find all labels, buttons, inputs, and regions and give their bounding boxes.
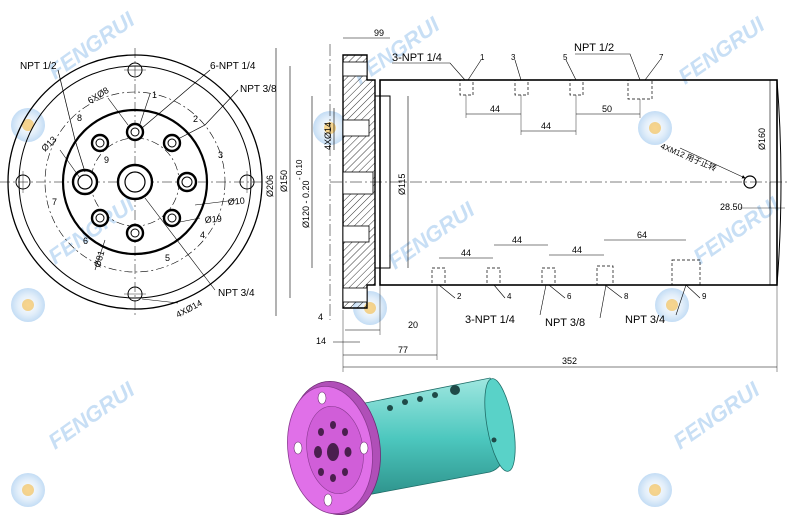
bolt-hole <box>15 171 31 193</box>
top-port <box>569 79 584 96</box>
watermark-text: FENGRUI <box>674 11 770 89</box>
watermark-logo-icon <box>638 473 672 507</box>
top-port-label: 7 <box>659 53 664 62</box>
bottom-port-label: 8 <box>624 292 629 301</box>
label-dia81: Ø81 <box>92 249 106 268</box>
watermark-logo-icon <box>655 288 689 322</box>
dim-dia150: Ø150 <box>279 170 289 192</box>
dim-bot-44a: 44 <box>461 248 471 258</box>
port-label-6: 6 <box>83 236 88 246</box>
watermark-text: FENGRUI <box>44 376 140 454</box>
port-4 <box>162 208 182 228</box>
watermark-text: FENGRUI <box>384 196 480 274</box>
dim-dia120: Ø120 - 0.20 <box>301 180 311 228</box>
dim-77: 77 <box>398 345 408 355</box>
watermark-logo-icon <box>11 108 45 142</box>
dim-top-44a: 44 <box>490 104 500 114</box>
label-dia10: Ø10 <box>227 196 245 207</box>
dim-dia206: Ø206 <box>265 175 275 197</box>
port-8 <box>90 133 110 153</box>
port-label-7: 7 <box>52 197 57 207</box>
bottom-port <box>596 265 614 286</box>
dim-bot-64: 64 <box>637 230 647 240</box>
dim-14: 14 <box>316 336 326 346</box>
port-3-inner <box>181 176 193 188</box>
watermark-logo-icon <box>638 111 672 145</box>
port-6 <box>90 208 110 228</box>
watermark-logo-icon <box>11 473 45 507</box>
bottom-port-label: 6 <box>567 292 572 301</box>
watermark-text: FENGRUI <box>669 376 765 454</box>
label-bot-npt-3-4: NPT 3/4 <box>625 314 665 326</box>
label-6-npt-quarter: 6-NPT 1/4 <box>210 61 256 72</box>
port-1 <box>125 122 145 142</box>
watermark-text: FENGRUI <box>44 191 140 269</box>
port-9-outer <box>116 163 154 201</box>
port-label-1: 1 <box>152 90 157 100</box>
port-7-outer <box>71 168 99 196</box>
port-label-5: 5 <box>165 253 170 263</box>
bolt-hole <box>124 286 146 302</box>
dim-dia115: Ø115 <box>397 174 407 195</box>
dim-99: 99 <box>374 28 384 38</box>
dim-tolerance: - 0.10 <box>295 159 304 180</box>
label-m12: 4XM12 用于止转 <box>659 141 718 173</box>
m12-hole <box>743 175 757 189</box>
bolt-hole <box>239 171 255 193</box>
dim-dia160: Ø160 <box>757 128 767 150</box>
label-npt-3-4: NPT 3/4 <box>218 288 255 299</box>
label-dia13: Ø13 <box>39 134 58 153</box>
dim-bot-44c: 44 <box>572 245 582 255</box>
dim-20: 20 <box>408 320 418 330</box>
port-5 <box>125 223 145 243</box>
top-port <box>459 79 474 96</box>
bottom-port-label: 2 <box>457 292 462 301</box>
bottom-port-label: 4 <box>507 292 512 301</box>
bottom-port <box>486 267 501 286</box>
side-view <box>275 37 790 372</box>
front-view <box>0 48 268 316</box>
dim-bot-44b: 44 <box>512 235 522 245</box>
side-view-labels: 99 Ø206 Ø150 - 0.10 Ø120 - 0.20 4XØ14 Ø1… <box>265 28 767 366</box>
label-bot-npt-3-8: NPT 3/8 <box>545 317 585 329</box>
port-7-inner <box>77 174 93 190</box>
dim-28-50: 28.50 <box>720 202 743 212</box>
bottom-port <box>671 259 701 286</box>
port-2 <box>162 133 182 153</box>
watermark-text: FENGRUI <box>44 6 140 84</box>
label-bot-3-npt: 3-NPT 1/4 <box>465 314 515 326</box>
isometric-render <box>287 377 516 516</box>
port-label-8: 8 <box>77 113 82 123</box>
watermark-logo-icon <box>11 288 45 322</box>
label-6x-dia8: 6XØ8 <box>86 85 111 106</box>
port-3-outer <box>176 171 198 193</box>
top-port-label: 5 <box>563 53 568 62</box>
label-top-3-npt: 3-NPT 1/4 <box>392 52 442 64</box>
dim-4x-dia14: 4XØ14 <box>323 122 333 150</box>
bolt-hole <box>124 62 146 78</box>
top-port <box>514 79 529 96</box>
port-9-inner <box>124 171 146 193</box>
top-port-label: 3 <box>511 53 516 62</box>
port-label-4: 4 <box>200 230 205 240</box>
bottom-port-label: 9 <box>702 292 707 301</box>
dim-4: 4 <box>318 312 323 322</box>
port-label-9: 9 <box>104 155 109 165</box>
port-label-2: 2 <box>193 114 198 124</box>
bottom-port <box>541 267 556 286</box>
port-label-3: 3 <box>218 150 223 160</box>
top-port <box>627 79 653 100</box>
dim-top-44b: 44 <box>541 121 551 131</box>
top-port-label: 1 <box>480 53 485 62</box>
label-dia19: Ø19 <box>204 214 222 225</box>
label-npt-3-8: NPT 3/8 <box>240 84 277 95</box>
label-top-npt-half: NPT 1/2 <box>574 42 614 54</box>
dim-top-50: 50 <box>602 104 612 114</box>
dim-352: 352 <box>562 356 577 366</box>
body-shaft <box>379 79 778 286</box>
bottom-port <box>431 267 446 286</box>
label-npt-half: NPT 1/2 <box>20 61 57 72</box>
